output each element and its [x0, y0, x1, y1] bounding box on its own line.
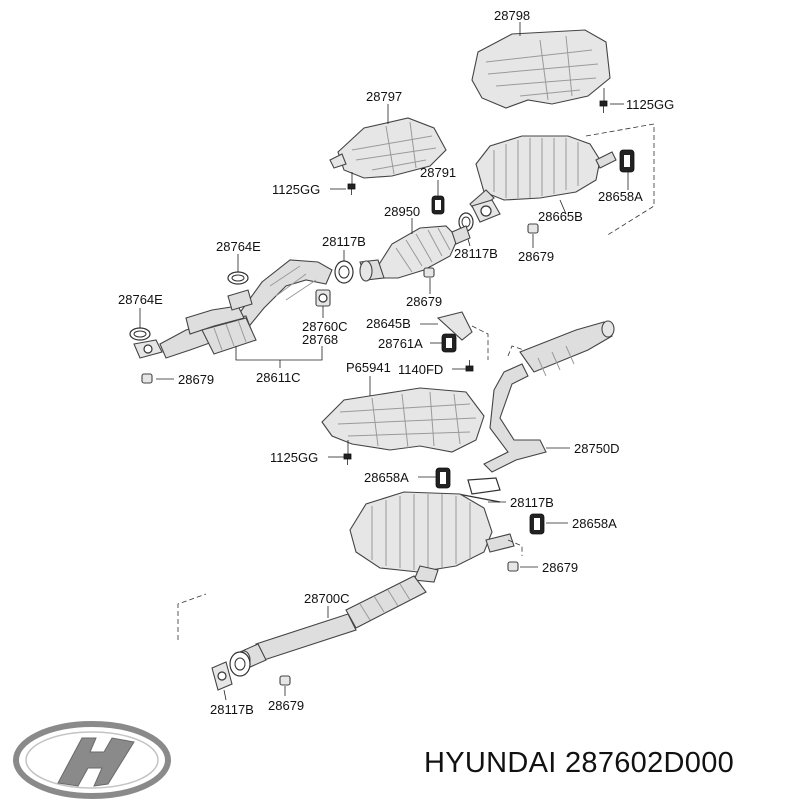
- label-28750d: 28750D: [574, 441, 620, 456]
- label-28679-bottom: 28679: [268, 698, 304, 713]
- hanger-28658a-mid: [435, 467, 451, 489]
- bracket-28645b: [436, 311, 473, 341]
- label-28665b: 28665B: [538, 209, 583, 224]
- hanger-28791: [431, 195, 445, 215]
- gasket-28117b-bottom: [211, 651, 251, 691]
- nut-28679-top: [527, 223, 539, 234]
- hyundai-logo-icon: [13, 721, 171, 799]
- label-1125gg-mid: 1125GG: [270, 450, 318, 465]
- nut-28679-mid: [423, 267, 435, 278]
- hanger-28658a-right: [529, 513, 545, 535]
- rear-muffler-28700c: [349, 491, 515, 583]
- nut-28679-left: [141, 373, 153, 384]
- label-28645b: 28645B: [366, 316, 411, 331]
- label-28658a-right: 28658A: [572, 516, 617, 531]
- label-28768: 28768: [302, 332, 338, 347]
- bolt-1125gg-left: [347, 183, 356, 195]
- hanger-28761a: [441, 333, 457, 353]
- center-muffler-28665b: [469, 135, 617, 213]
- label-28679-left: 28679: [178, 372, 214, 387]
- heat-shield-p65941: [321, 387, 485, 453]
- label-28679-right: 28679: [542, 560, 578, 575]
- label-28764e-left: 28764E: [118, 292, 163, 307]
- nut-28679-right: [507, 561, 519, 572]
- nut-28679-bottom: [279, 675, 291, 686]
- label-28658a-top: 28658A: [598, 189, 643, 204]
- label-1140fd: 1140FD: [398, 362, 443, 377]
- tail-pipe-28750d: [483, 320, 615, 473]
- label-28117b-mid: 28117B: [454, 246, 498, 261]
- label-28117b-right: 28117B: [510, 495, 554, 510]
- label-1125gg-top: 1125GG: [626, 97, 674, 112]
- catalytic-converter-28950: [359, 225, 471, 282]
- front-pipe-28611c: [159, 259, 333, 359]
- label-28798: 28798: [494, 8, 530, 23]
- label-28611c: 28611C: [256, 370, 301, 385]
- gasket-28764e-top: [227, 271, 249, 285]
- label-28700c: 28700C: [304, 591, 350, 606]
- label-28791: 28791: [420, 165, 456, 180]
- label-28761a: 28761A: [378, 336, 423, 351]
- label-28950: 28950: [384, 204, 420, 219]
- flange-front-pipe: [133, 339, 163, 359]
- bolt-1125gg-top: [599, 100, 608, 113]
- label-28658a-mid: 28658A: [364, 470, 409, 485]
- flange-28760c: [315, 289, 331, 307]
- brand-part-number-caption: HYUNDAI 287602D000: [424, 747, 734, 779]
- label-28679-mid: 28679: [406, 294, 442, 309]
- flange-28791: [471, 199, 501, 223]
- label-28679-top: 28679: [518, 249, 554, 264]
- label-28764e-top: 28764E: [216, 239, 261, 254]
- label-p65941: P65941: [346, 360, 391, 375]
- label-28760c: 28760C: [302, 319, 348, 334]
- bolt-1125gg-mid: [343, 453, 352, 465]
- label-28117b-left: 28117B: [322, 234, 366, 249]
- label-28797: 28797: [366, 89, 402, 104]
- gasket-28764e-left: [129, 327, 151, 341]
- label-1125gg-left: 1125GG: [272, 182, 320, 197]
- hanger-28658a-top: [619, 149, 635, 173]
- gasket-28117b-right: [457, 477, 501, 503]
- heat-shield-28797: [329, 117, 447, 179]
- heat-shield-28798: [471, 29, 611, 109]
- label-28117b-bottom: 28117B: [210, 702, 254, 717]
- center-pipe-28700c: [237, 575, 427, 670]
- gasket-28117b-left: [334, 260, 354, 284]
- bolt-1140fd: [465, 360, 474, 372]
